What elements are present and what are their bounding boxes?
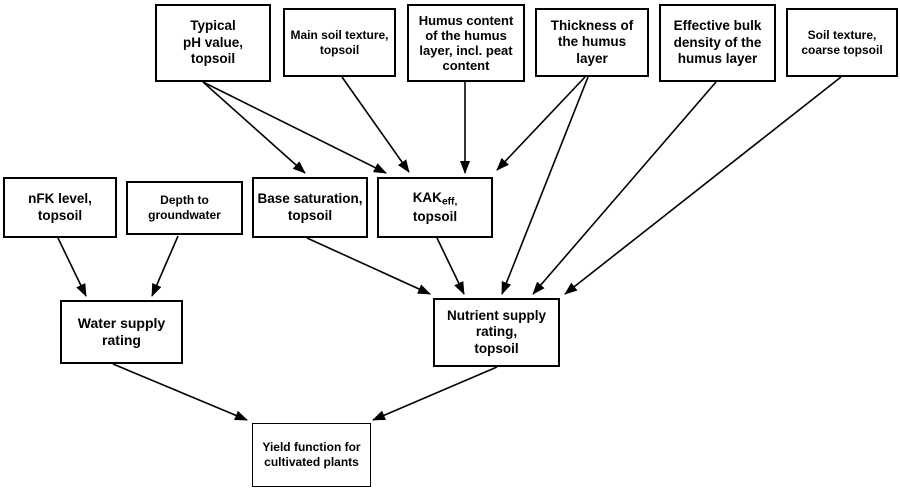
node-label: Water supply rating — [77, 314, 166, 348]
arrow-nutrient-supply-to-yield — [372, 366, 498, 421]
node-label: Effective bulk density of the humus laye… — [673, 18, 762, 67]
node-label: Humus content of the humus layer, incl. … — [418, 12, 514, 74]
node-humus-content: Humus content of the humus layer, incl. … — [407, 4, 525, 82]
arrow-coarse-texture-to-nutrient-supply — [564, 76, 842, 295]
kak-label-main: KAK — [412, 189, 442, 205]
node-nutrient-supply-rating: Nutrient supply rating, topsoil — [433, 298, 560, 367]
arrow-depth-groundwater-to-water-supply — [151, 235, 179, 297]
node-effective-bulk-density: Effective bulk density of the humus laye… — [659, 4, 776, 82]
arrow-nfk-to-water-supply — [57, 237, 87, 297]
node-humus-thickness: Thickness of the humus layer — [535, 8, 649, 77]
node-soil-texture-coarse-topsoil: Soil texture, coarse topsoil — [786, 8, 898, 77]
node-base-saturation-topsoil: Base saturation, topsoil — [252, 177, 368, 238]
node-label: KAKeff, topsoil — [413, 190, 458, 226]
node-label: Soil texture, coarse topsoil — [801, 27, 883, 57]
arrow-ph-to-base-saturation — [202, 81, 306, 174]
arrow-kak-eff-to-nutrient-supply — [436, 237, 465, 295]
node-yield-function: Yield function for cultivated plants — [252, 423, 371, 487]
arrow-bulk-density-to-nutrient-supply — [532, 81, 717, 295]
kak-label-subscript: eff, — [441, 196, 458, 208]
arrow-base-saturation-to-nutrient-supply — [306, 237, 431, 295]
node-label: Base saturation, topsoil — [257, 191, 363, 223]
node-kak-eff-topsoil: KAKeff, topsoil — [377, 177, 493, 238]
arrow-ph-to-kak-eff — [202, 81, 387, 174]
node-label: Main soil texture, topsoil — [290, 27, 389, 57]
node-typical-ph-topsoil: Typical pH value, topsoil — [155, 4, 271, 82]
node-label: Thickness of the humus layer — [550, 17, 634, 66]
node-label: Nutrient supply rating, topsoil — [446, 307, 546, 356]
node-nfk-level-topsoil: nFK level, topsoil — [3, 177, 117, 238]
node-label: nFK level, topsoil — [28, 191, 92, 223]
node-label: Typical pH value, topsoil — [182, 18, 244, 67]
arrow-thickness-to-nutrient-supply — [501, 76, 589, 295]
node-water-supply-rating: Water supply rating — [60, 300, 183, 364]
kak-label-line2: topsoil — [412, 208, 458, 224]
node-label: Depth to groundwater — [148, 193, 221, 222]
node-label: Yield function for cultivated plants — [262, 440, 361, 469]
arrow-water-supply-to-yield — [112, 363, 248, 421]
arrow-thickness-to-kak-eff — [496, 76, 586, 171]
node-depth-to-groundwater: Depth to groundwater — [126, 181, 243, 235]
node-main-soil-texture-topsoil: Main soil texture, topsoil — [283, 8, 396, 77]
arrow-main-texture-to-kak-eff — [341, 76, 410, 173]
